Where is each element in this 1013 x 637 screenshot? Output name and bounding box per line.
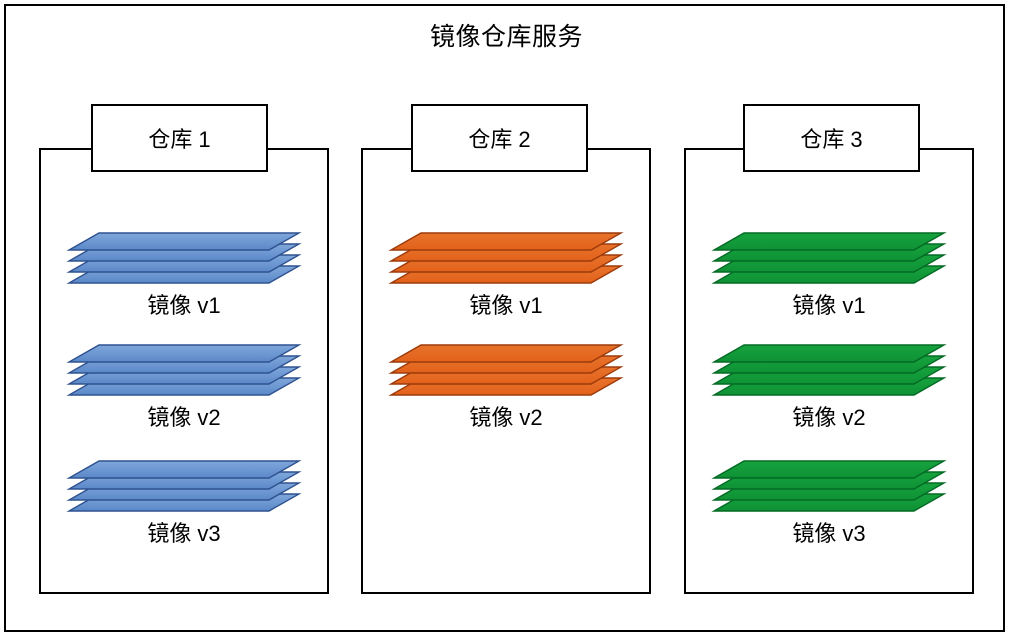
image-layers-icon <box>66 344 302 400</box>
image-layers-icon <box>66 460 302 516</box>
page-title: 镜像仓库服务 <box>429 23 583 51</box>
image-stack[interactable]: 镜像 v2 <box>388 344 624 432</box>
repository-label-2-text: 仓库 2 <box>468 127 531 152</box>
repository-label-2: 仓库 2 <box>411 104 588 172</box>
image-layers-icon <box>66 232 302 288</box>
image-stack[interactable]: 镜像 v1 <box>66 232 302 320</box>
image-stack[interactable]: 镜像 v1 <box>388 232 624 320</box>
repository-label-1-text: 仓库 1 <box>148 127 211 152</box>
image-stack[interactable]: 镜像 v2 <box>66 344 302 432</box>
image-caption: 镜像 v1 <box>792 293 866 318</box>
image-caption: 镜像 v2 <box>469 405 543 430</box>
image-stack[interactable]: 镜像 v2 <box>711 344 947 432</box>
image-layers-icon <box>388 344 624 400</box>
repository-label-3-text: 仓库 3 <box>800 127 863 152</box>
image-stack[interactable]: 镜像 v3 <box>66 460 302 548</box>
image-caption: 镜像 v3 <box>147 521 221 546</box>
image-layers-icon <box>711 460 947 516</box>
image-layers-icon <box>711 232 947 288</box>
image-caption: 镜像 v1 <box>147 293 221 318</box>
repository-label-3: 仓库 3 <box>743 104 920 172</box>
image-caption: 镜像 v1 <box>469 293 543 318</box>
image-caption: 镜像 v3 <box>792 521 866 546</box>
image-layers-icon <box>388 232 624 288</box>
image-caption: 镜像 v2 <box>147 405 221 430</box>
image-caption: 镜像 v2 <box>792 405 866 430</box>
image-stack[interactable]: 镜像 v3 <box>711 460 947 548</box>
image-layers-icon <box>711 344 947 400</box>
image-stack[interactable]: 镜像 v1 <box>711 232 947 320</box>
repository-label-1: 仓库 1 <box>91 104 268 172</box>
